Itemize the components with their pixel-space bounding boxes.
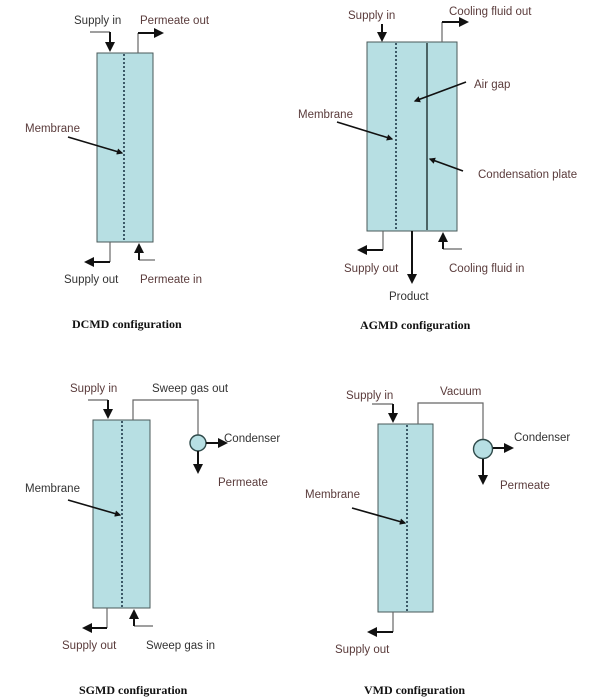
- sgmd-membrane-pointer: [67, 499, 122, 517]
- vmd-permeate-label: Permeate: [500, 480, 550, 492]
- vmd-supply-in-label: Supply in: [346, 390, 393, 402]
- vmd-membrane-pointer: [351, 507, 407, 525]
- vmd-caption: VMD configuration: [364, 683, 465, 697]
- dcmd-membrane-pointer: [67, 136, 124, 155]
- sgmd-sweep-gas-out-pipe: [132, 399, 199, 435]
- vmd-condenser-icon: [472, 438, 494, 460]
- agmd-supply-in-label: Supply in: [348, 10, 395, 22]
- sgmd-permeate-label: Permeate: [218, 477, 268, 489]
- agmd-module-column: [366, 41, 458, 232]
- agmd-membrane-pointer: [336, 121, 394, 141]
- sgmd-caption: SGMD configuration: [79, 683, 188, 697]
- sgmd-supply-in-label: Supply in: [70, 383, 117, 395]
- dcmd-module-column: [96, 52, 154, 243]
- sgmd-supply-out-label: Supply out: [62, 640, 117, 652]
- vmd-supply-out-label: Supply out: [335, 644, 390, 656]
- dcmd-supply-out-label: Supply out: [64, 274, 119, 286]
- sgmd-condenser-label: Condenser: [224, 433, 280, 445]
- agmd-membrane-label: Membrane: [298, 109, 353, 121]
- agmd-cooling-fluid-in-label: Cooling fluid in: [449, 263, 524, 275]
- dcmd-panel: Supply in Permeate out Membrane Supply o…: [25, 15, 210, 331]
- agmd-condensation-plate-label: Condensation plate: [478, 169, 577, 181]
- agmd-caption: AGMD configuration: [360, 318, 471, 332]
- dcmd-supply-in-label: Supply in: [74, 15, 121, 27]
- agmd-cooling-fluid-out-label: Cooling fluid out: [449, 6, 532, 18]
- vmd-vacuum-pipe: [417, 402, 484, 439]
- sgmd-sweep-gas-out-label: Sweep gas out: [152, 383, 229, 395]
- vmd-panel: Supply in Vacuum Condenser Permeate Memb…: [305, 386, 570, 697]
- sgmd-membrane-label: Membrane: [25, 483, 80, 495]
- agmd-air-gap-label: Air gap: [474, 79, 510, 91]
- agmd-supply-out-label: Supply out: [344, 263, 399, 275]
- vmd-membrane-label: Membrane: [305, 489, 360, 501]
- dcmd-permeate-in-label: Permeate in: [140, 274, 202, 286]
- dcmd-membrane-label: Membrane: [25, 123, 80, 135]
- agmd-condensation-plate-pointer: [428, 157, 464, 172]
- vmd-condenser-label: Condenser: [514, 432, 570, 444]
- sgmd-panel: Supply in Sweep gas out Condenser Permea…: [25, 383, 280, 697]
- agmd-air-gap-pointer: [413, 81, 467, 103]
- dcmd-permeate-out-label: Permeate out: [140, 15, 210, 27]
- agmd-product-label: Product: [389, 291, 429, 303]
- vmd-vacuum-label: Vacuum: [440, 386, 481, 398]
- sgmd-condenser-icon: [189, 434, 207, 452]
- dcmd-caption: DCMD configuration: [72, 317, 182, 331]
- sgmd-sweep-gas-in-label: Sweep gas in: [146, 640, 215, 652]
- agmd-panel: Supply in Cooling fluid out Air gap Memb…: [298, 6, 577, 332]
